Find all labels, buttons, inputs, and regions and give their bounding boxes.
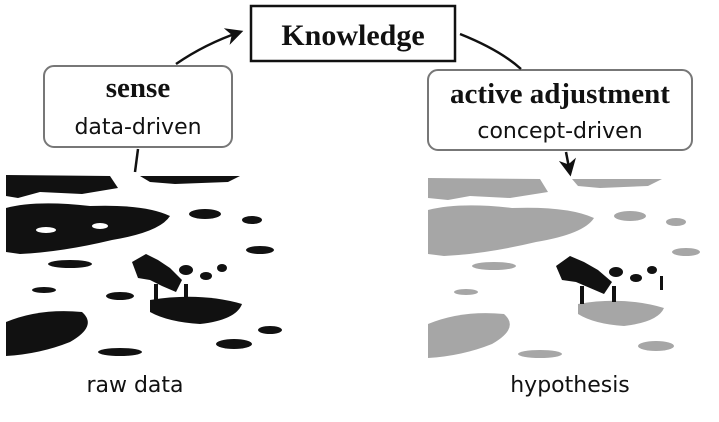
adjustment-box: active adjustment concept-driven: [427, 69, 693, 151]
raw-data-caption: raw data: [86, 373, 183, 398]
raw-to-sense-line: [133, 148, 140, 173]
sense-subtitle: data-driven: [74, 115, 201, 140]
knowledge-to-adjustment-line: [459, 32, 522, 70]
knowledge-label: Knowledge: [281, 19, 424, 52]
adjustment-to-hypothesis-arrow: [558, 151, 576, 177]
adjustment-title: active adjustment: [450, 78, 670, 110]
raw-data-image: [6, 175, 286, 363]
knowledge-box: Knowledge: [249, 4, 457, 63]
sense-box: sense data-driven: [43, 65, 233, 148]
sense-to-knowledge-arrow: [175, 28, 244, 66]
sense-title: sense: [106, 72, 171, 104]
hypothesis-caption: hypothesis: [510, 373, 630, 398]
hypothesis-image: [428, 178, 708, 368]
adjustment-subtitle: concept-driven: [477, 119, 642, 144]
